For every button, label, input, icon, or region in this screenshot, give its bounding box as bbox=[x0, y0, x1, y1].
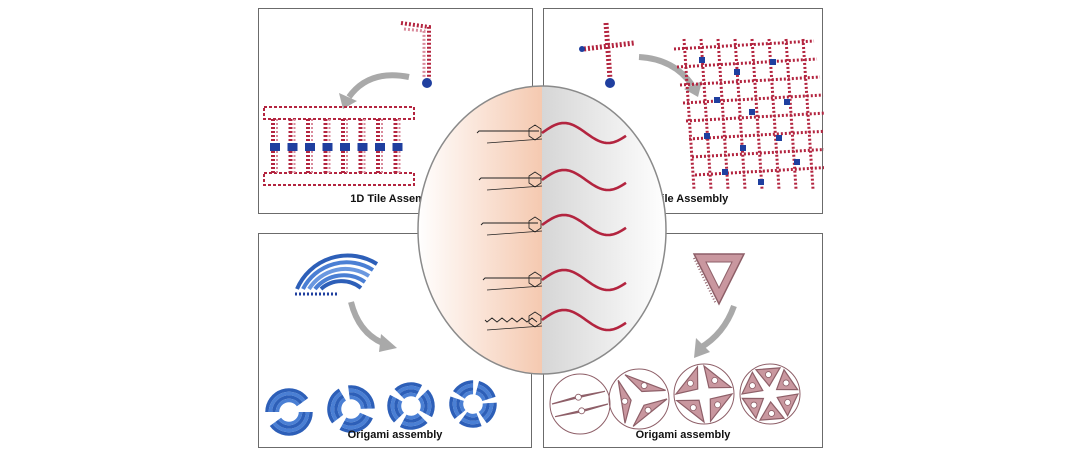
2d-tile-illustration bbox=[579, 22, 824, 190]
dna-tile-monomer bbox=[400, 21, 432, 88]
hydrophobe-icon bbox=[699, 57, 705, 63]
lattice-line bbox=[679, 75, 821, 87]
1d-tile-ladder bbox=[263, 106, 415, 186]
panel-caption: Origami assembly bbox=[347, 429, 443, 441]
lattice-line bbox=[682, 38, 696, 190]
origami-arc-monomer bbox=[295, 253, 379, 296]
1d-tile-illustration bbox=[263, 21, 432, 186]
hydrophobe-icon bbox=[287, 143, 298, 151]
blue-oligomer bbox=[265, 388, 313, 436]
origami-triangle-monomer bbox=[692, 253, 746, 306]
panel-caption: Origami assembly bbox=[635, 429, 731, 441]
hydrophobe-icon bbox=[605, 78, 615, 88]
hydrophobe-icon bbox=[749, 109, 755, 115]
hydrophobe-icon bbox=[770, 59, 776, 65]
hydrophobe-icon bbox=[305, 143, 315, 151]
hydrophobe-icon bbox=[375, 143, 385, 151]
dna-conjugate-list bbox=[476, 121, 627, 332]
pink-origami-illustration bbox=[549, 253, 801, 435]
dna-conjugate bbox=[480, 213, 627, 237]
hydrophobe-icon bbox=[270, 143, 280, 151]
curved-arrow-icon bbox=[348, 301, 387, 347]
hydrophobe-icon bbox=[340, 143, 350, 151]
curved-arrow-icon bbox=[638, 54, 695, 87]
hydrophobe-icon bbox=[758, 179, 764, 185]
dna-conjugate bbox=[484, 308, 627, 332]
blue-origami-illustration bbox=[265, 253, 497, 436]
lattice-line bbox=[676, 57, 818, 69]
blue-origami-oligomers bbox=[265, 380, 497, 436]
lattice-line bbox=[716, 38, 730, 190]
curved-arrow-icon bbox=[698, 304, 737, 351]
hydrophobe-icon bbox=[392, 143, 403, 151]
pink-oligomer bbox=[549, 373, 611, 435]
hydrophobe-icon bbox=[357, 143, 368, 151]
hydrophobe-icon bbox=[422, 78, 432, 88]
blue-oligomer bbox=[449, 380, 497, 428]
hydrophobe-icon bbox=[776, 135, 782, 141]
lattice-line bbox=[801, 38, 815, 190]
dna-conjugate bbox=[476, 121, 627, 145]
hydrophobe-icon bbox=[322, 143, 333, 151]
lattice-line bbox=[699, 38, 713, 190]
dna-conjugate bbox=[478, 168, 627, 192]
pink-oligomer bbox=[739, 363, 801, 425]
lattice-line bbox=[682, 93, 824, 105]
pink-oligomer bbox=[673, 363, 735, 425]
hydrophobe-icon bbox=[784, 99, 790, 105]
dna-conjugate bbox=[482, 268, 627, 292]
hydrophobe-icon bbox=[794, 159, 800, 165]
curved-arrow-icon bbox=[346, 72, 410, 99]
central-conjugate-circle bbox=[417, 85, 667, 375]
pink-origami-oligomers bbox=[549, 363, 801, 435]
blue-oligomer bbox=[387, 382, 435, 430]
lattice-line bbox=[750, 38, 764, 190]
blue-oligomer bbox=[327, 385, 375, 433]
lattice-line bbox=[733, 38, 747, 190]
hydrophobe-icon bbox=[734, 69, 740, 75]
panel-origami-pink: Origami assembly bbox=[543, 233, 823, 448]
pink-oligomer bbox=[608, 368, 670, 430]
panel-caption: 1D Tile Assembly bbox=[350, 193, 441, 205]
lattice-line bbox=[685, 111, 824, 123]
hydrophobe-icon bbox=[714, 97, 720, 103]
hydrophobe-icon bbox=[704, 133, 710, 139]
lattice-line bbox=[688, 129, 824, 141]
2d-lattice bbox=[673, 38, 824, 190]
lattice-line bbox=[691, 147, 824, 159]
dna-cross-tile-monomer bbox=[579, 22, 635, 88]
hydrophobe-icon bbox=[722, 169, 728, 175]
lattice-line bbox=[673, 39, 815, 51]
hydrophobe-icon bbox=[740, 145, 746, 151]
